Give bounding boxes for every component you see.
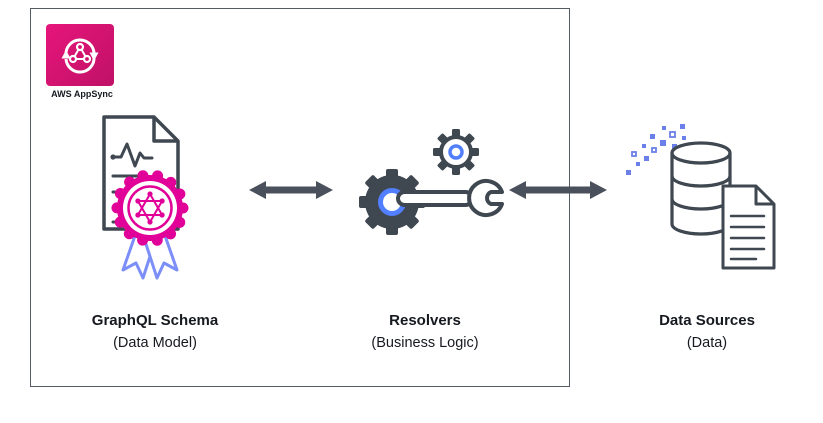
graphql-badge-icon bbox=[111, 169, 189, 280]
node-subtitle: (Data) bbox=[686, 335, 728, 351]
node-subtitle: (Business Logic) bbox=[371, 335, 479, 351]
data-sources-node bbox=[618, 112, 798, 282]
document-lines-icon bbox=[721, 184, 776, 270]
data-particles-icon bbox=[626, 124, 686, 175]
arrow-resolvers-datasources bbox=[509, 181, 607, 199]
graphql-schema-node bbox=[96, 112, 206, 292]
sync-arrows-share-icon bbox=[61, 38, 99, 74]
graphql-schema-label: GraphQL Schema (Data Model) bbox=[57, 312, 253, 352]
resolvers-label: Resolvers (Business Logic) bbox=[327, 312, 523, 352]
appsync-icon-label: AWS AppSync bbox=[51, 89, 113, 99]
gears-wrench-icon bbox=[359, 129, 504, 235]
data-sources-label: Data Sources (Data) bbox=[609, 312, 805, 352]
appsync-icon bbox=[46, 24, 114, 86]
arrow-schema-resolvers bbox=[249, 181, 333, 199]
node-title: Resolvers bbox=[389, 312, 461, 329]
aws-appsync-service: AWS AppSync bbox=[46, 24, 118, 99]
node-title: GraphQL Schema bbox=[91, 312, 219, 329]
database-icon bbox=[670, 141, 732, 236]
node-subtitle: (Data Model) bbox=[113, 335, 197, 351]
appsync-boundary-box bbox=[30, 8, 570, 387]
node-title: Data Sources bbox=[659, 312, 755, 329]
